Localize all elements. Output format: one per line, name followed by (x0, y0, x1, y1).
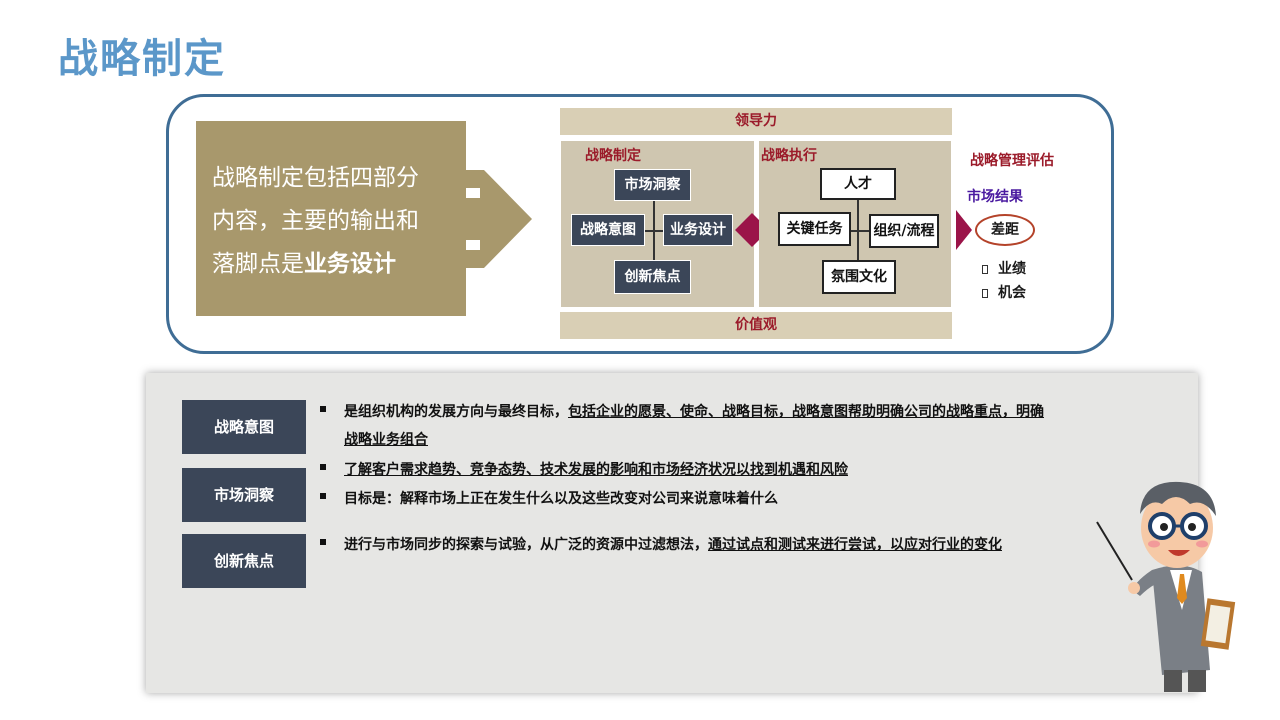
bullet-plain-text: 目标是：解释市场上正在发生什么以及这些改变对公司来说意味着什么 (344, 491, 778, 507)
leadership-band: 领导力 (560, 108, 952, 135)
market-result-label: 市场结果 (967, 189, 1023, 205)
node-strategic-intent: 战略意图 (571, 214, 645, 246)
evaluation-item-label: 机会 (998, 285, 1026, 301)
bullet-market-insight-1: 了解客户需求趋势、竞争态势、技术发展的影响和市场经济状况以找到机遇和风险 (320, 456, 1056, 484)
execution-horizontal-connector (850, 230, 870, 232)
bullet-square-icon (320, 464, 326, 470)
evaluation-item-label: 业绩 (998, 261, 1026, 277)
formulation-label: 战略制定 (585, 148, 641, 164)
node-business-design: 业务设计 (663, 214, 733, 246)
node-innovation-focus: 创新焦点 (614, 260, 691, 294)
detail-panel (146, 373, 1198, 693)
evaluation-item-performance: 业绩 (982, 258, 1026, 278)
teacher-mascot-icon (1096, 481, 1236, 692)
bullet-underlined-text: 通过试点和测试来进行尝试，以应对行业的变化 (708, 537, 1002, 553)
checkbox-icon (982, 288, 988, 298)
tag-market-insight: 市场洞察 (182, 468, 306, 522)
evaluation-label: 战略管理评估 (970, 153, 1054, 169)
page-title: 战略制定 (58, 36, 226, 82)
values-band: 价值观 (560, 312, 952, 339)
checkbox-icon (982, 264, 988, 274)
chevron-right-arrow-icon (466, 170, 532, 268)
bullet-plain-text: 是组织机构的发展方向与最终目标， (344, 404, 568, 420)
summary-line-2: 内容，主要的输出和 (212, 208, 419, 234)
summary-line-3: 落脚点是业务设计 (212, 243, 452, 286)
summary-box: 战略制定包括四部分 内容，主要的输出和 落脚点是业务设计 (196, 121, 466, 316)
node-market-insight: 市场洞察 (614, 169, 691, 201)
tag-innovation-focus: 创新焦点 (182, 534, 306, 588)
summary-line-3-bold: 业务设计 (304, 251, 396, 277)
bullet-square-icon (320, 406, 326, 412)
triangle-pointer-icon (956, 210, 972, 250)
bullet-innovation-focus: 进行与市场同步的探索与试验，从广泛的资源中过滤想法，通过试点和测试来进行尝试，以… (320, 531, 1056, 559)
bullet-strategic-intent: 是组织机构的发展方向与最终目标，包括企业的愿景、使命、战略目标，战略意图帮助明确… (320, 398, 1056, 454)
summary-line-1: 战略制定包括四部分 (212, 165, 419, 191)
gap-ellipse: 差距 (975, 214, 1035, 246)
summary-line-3-plain: 落脚点是 (212, 251, 304, 277)
node-org-process: 组织/流程 (869, 214, 939, 248)
node-climate-culture: 氛围文化 (822, 260, 896, 294)
bullet-underlined-text: 包括企业的愿景、使命、战略目标，战略意图帮助明确公司的战略重点，明确战略业务组合 (344, 404, 1044, 448)
node-talent: 人才 (820, 168, 896, 200)
bullet-square-icon (320, 539, 326, 545)
bullet-underlined-text: 了解客户需求趋势、竞争态势、技术发展的影响和市场经济状况以找到机遇和风险 (344, 462, 848, 478)
execution-label: 战略执行 (761, 148, 817, 164)
formulation-horizontal-connector (644, 230, 664, 232)
bullet-plain-text: 进行与市场同步的探索与试验，从广泛的资源中过滤想法， (344, 537, 708, 553)
bullet-market-insight-2: 目标是：解释市场上正在发生什么以及这些改变对公司来说意味着什么 (320, 485, 1056, 513)
bullet-square-icon (320, 493, 326, 499)
evaluation-item-opportunity: 机会 (982, 282, 1026, 302)
tag-strategic-intent: 战略意图 (182, 400, 306, 454)
node-key-tasks: 关键任务 (778, 212, 851, 246)
